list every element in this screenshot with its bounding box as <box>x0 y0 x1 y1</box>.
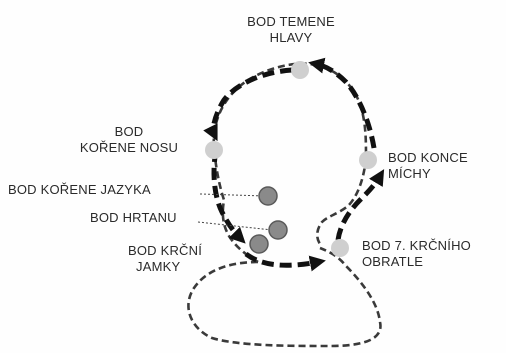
label-spine-end-line1: BOD KONCE <box>388 150 468 165</box>
nose-root-point <box>205 141 223 159</box>
vertex-point <box>291 61 309 79</box>
label-larynx: BOD HRTANU <box>90 210 177 226</box>
c7-point <box>331 239 349 257</box>
larynx-point <box>268 220 288 240</box>
tongue-root-point <box>258 186 278 206</box>
arrow-back-upper <box>308 57 377 149</box>
label-jugular-notch-line1: BOD KRČNÍ <box>128 243 203 258</box>
arrow-neck-base <box>244 251 326 272</box>
label-nose-root: BOD KOŘENE NOSU <box>64 124 194 156</box>
arrow-front-upper <box>203 67 293 142</box>
shoulders-outline <box>187 246 382 348</box>
head-outline <box>212 62 368 264</box>
label-spine-end-line2: MÍCHY <box>388 166 431 181</box>
label-nose-root-line1: BOD <box>114 124 144 139</box>
spine-end-point <box>359 151 377 169</box>
label-tongue-root: BOD KOŘENE JAZYKA <box>8 182 151 198</box>
label-nose-root-line2: KOŘENE NOSU <box>79 140 179 155</box>
label-vertex-line2: HLAVY <box>269 30 313 45</box>
label-tongue-root-text: BOD KOŘENE JAZYKA <box>8 182 151 197</box>
label-vertex: BOD TEMENE HLAVY <box>236 14 346 46</box>
leader-line-tongue-root <box>199 193 267 197</box>
leader-line-larynx <box>197 221 273 231</box>
label-larynx-text: BOD HRTANU <box>90 210 177 225</box>
label-vertex-line1: BOD TEMENE <box>247 14 335 29</box>
arrow-front-lower <box>211 149 246 244</box>
jugular-notch-point <box>249 234 269 254</box>
label-jugular-notch: BOD KRČNÍ JAMKY <box>96 243 220 275</box>
arrow-back-lower <box>335 169 385 241</box>
label-spine-end: BOD KONCE MÍCHY <box>388 150 468 182</box>
label-c7-line1: BOD 7. KRČNÍHO <box>362 238 471 253</box>
label-c7-line2: OBRATLE <box>362 254 424 269</box>
label-c7: BOD 7. KRČNÍHO OBRATLE <box>362 238 471 270</box>
label-jugular-notch-line2: JAMKY <box>136 259 181 274</box>
